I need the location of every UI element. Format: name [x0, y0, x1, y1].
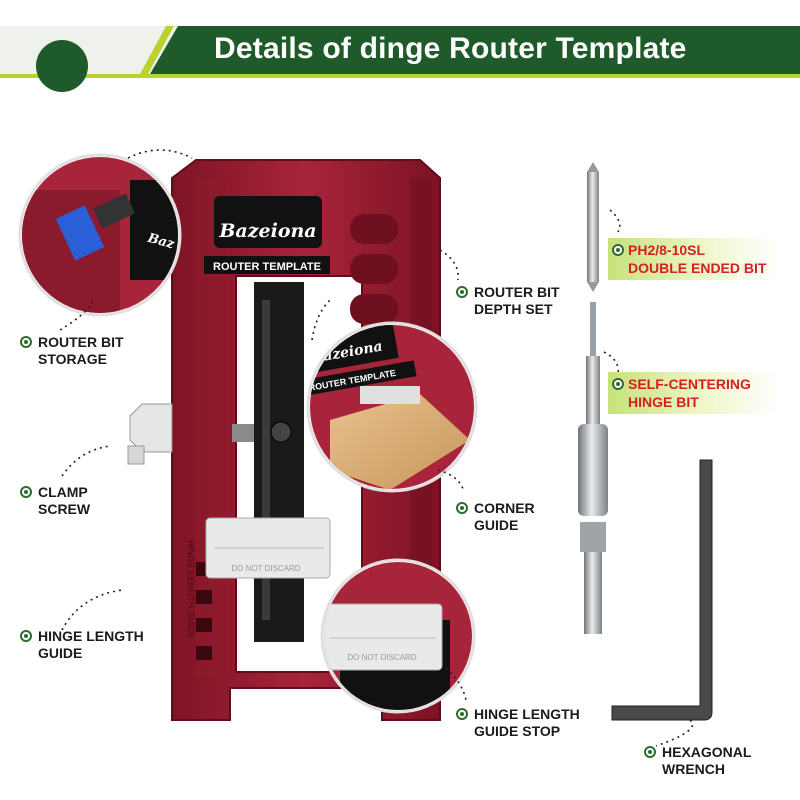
callout-hinge-length-guide: HINGE LENGTH GUIDE — [20, 628, 144, 662]
svg-text:DO NOT DISCARD: DO NOT DISCARD — [231, 564, 300, 573]
bullet-icon — [644, 746, 656, 758]
page-title: Details of dinge Router Template — [214, 32, 687, 65]
bullet-icon — [20, 336, 32, 348]
hex-wrench — [611, 459, 713, 721]
callout-router-bit-depth: ROUTER BIT DEPTH SET — [456, 284, 560, 318]
clamp-screw — [127, 403, 254, 465]
brand-logo: Bazeiona — [218, 220, 316, 242]
leader-lines — [59, 149, 694, 747]
zoom-corner-guide: Bazeiona ROUTER TEMPLATE — [306, 321, 478, 493]
callout-hex-wrench: HEXAGONAL WRENCH — [644, 744, 751, 778]
bullet-icon — [20, 630, 32, 642]
zoom-guide-stop: DO NOT DISCARD — [320, 558, 476, 714]
banner-circle-icon — [36, 40, 88, 92]
double-ended-bit — [587, 162, 599, 292]
zoom-router-bit-storage: Baz — [18, 153, 182, 317]
bullet-icon — [456, 708, 468, 720]
self-centering-bit — [578, 302, 608, 634]
model-label: ROUTER TEMPLATE — [213, 261, 321, 273]
bullet-icon — [612, 378, 624, 390]
callout-router-bit-storage: ROUTER BIT STORAGE — [20, 334, 124, 368]
side-label: HINGE LENGTH GUIDE — [186, 540, 196, 639]
slide-bar — [254, 282, 304, 642]
tag-self-centering-bit: SELF-CENTERING HINGE BIT — [608, 372, 778, 414]
hinge-stop: DO NOT DISCARD — [205, 517, 331, 579]
bullet-icon — [612, 244, 624, 256]
callout-corner-guide: CORNER GUIDE — [456, 500, 535, 534]
svg-text:Baz: Baz — [145, 231, 176, 253]
callout-clamp-screw: CLAMP SCREW — [20, 484, 90, 518]
tag-double-ended-bit: PH2/8-10SL DOUBLE ENDED BIT — [608, 238, 778, 280]
svg-text:DO NOT DISCARD: DO NOT DISCARD — [347, 653, 416, 662]
banner-accent-stripe — [0, 74, 800, 78]
callout-hinge-length-stop: HINGE LENGTH GUIDE STOP — [456, 706, 580, 740]
banner-bar — [150, 26, 800, 74]
bullet-icon — [456, 502, 468, 514]
header-banner: Details of dinge Router Template — [0, 26, 800, 92]
bullet-icon — [456, 286, 468, 298]
bullet-icon — [20, 486, 32, 498]
